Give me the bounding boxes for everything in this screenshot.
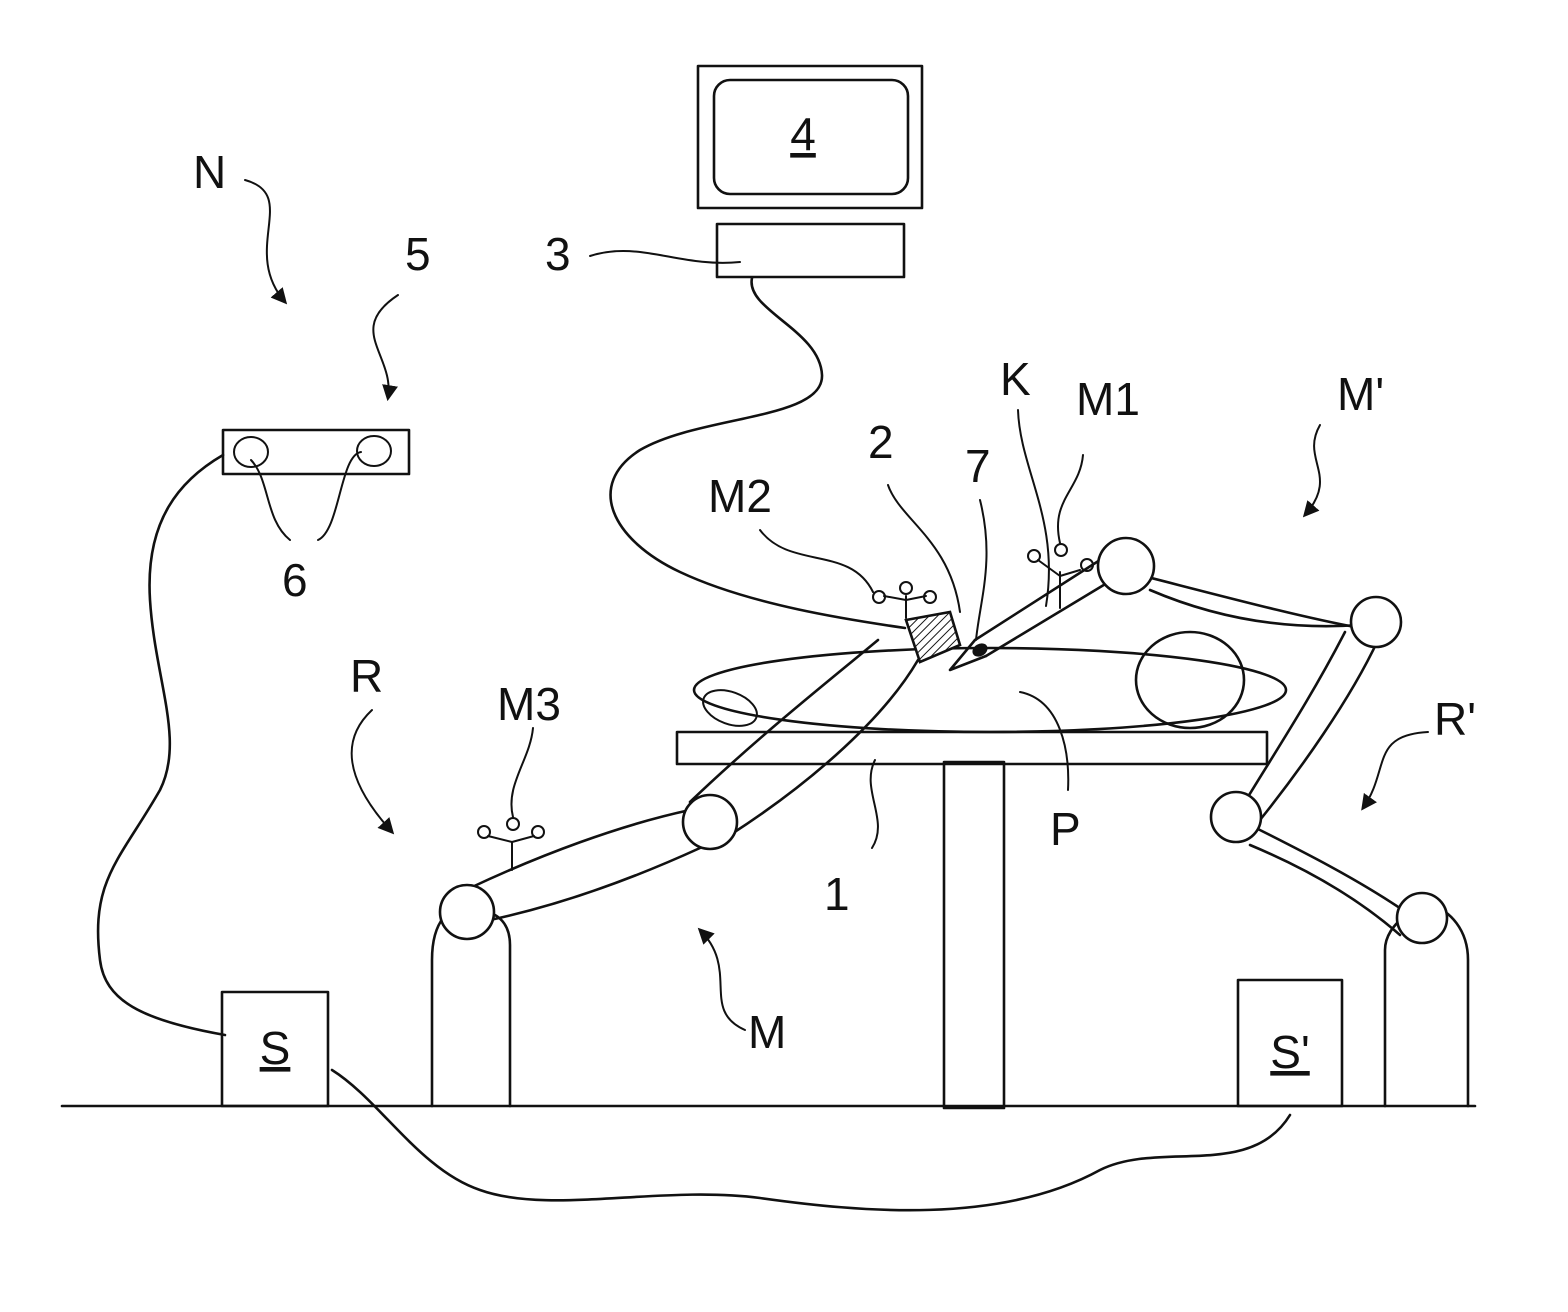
camera-unit	[223, 430, 409, 474]
monitor: 4	[698, 66, 922, 208]
label-monitor: 4	[790, 108, 816, 160]
marker-m3	[478, 818, 544, 870]
label-controller-right: S'	[1270, 1026, 1309, 1078]
label-cameras: 6	[282, 554, 308, 606]
instrument	[950, 560, 1112, 670]
navigation-arrow	[245, 180, 285, 302]
label-marker-m2: M2	[708, 470, 772, 522]
label-computer: 3	[545, 228, 571, 280]
robot-right	[1098, 538, 1468, 1106]
marker-m2	[873, 582, 936, 618]
cable-controllers	[332, 1070, 1290, 1210]
patient-leader	[1020, 692, 1068, 790]
label-table: 1	[824, 868, 850, 920]
label-imager: 2	[868, 416, 894, 468]
manip-right-arrow	[1305, 425, 1320, 515]
robot-left-arrow	[352, 710, 392, 832]
label-manip-left: M	[748, 1006, 786, 1058]
label-manip-right: M'	[1337, 368, 1384, 420]
label-robot-left: R	[350, 650, 383, 702]
controller-left: S	[222, 992, 328, 1106]
label-camera-unit: 5	[405, 228, 431, 280]
label-marker-m3: M3	[497, 678, 561, 730]
label-tip: 7	[965, 440, 991, 492]
label-marker-m1: M1	[1076, 373, 1140, 425]
instrument-leader	[1018, 410, 1049, 606]
tip-leader	[976, 500, 987, 640]
imager-leader	[888, 485, 960, 612]
table-leader	[871, 760, 878, 848]
marker-m2-leader	[760, 530, 873, 592]
controller-right: S'	[1238, 980, 1342, 1106]
label-controller-left: S	[260, 1022, 291, 1074]
computer-unit	[717, 224, 904, 277]
label-instrument: K	[1000, 353, 1031, 405]
cable-camera-controller	[98, 455, 225, 1035]
robot-right-arrow	[1363, 732, 1428, 808]
label-navigation: N	[193, 146, 226, 198]
manip-left-arrow	[700, 930, 745, 1030]
camera-unit-arrow	[373, 295, 398, 398]
cameras-leader-2	[318, 452, 361, 540]
marker-m3-leader	[511, 728, 533, 817]
cameras-leader-1	[251, 460, 290, 540]
imager-hatched	[906, 612, 960, 662]
marker-m1-leader	[1058, 455, 1083, 543]
label-patient: P	[1050, 803, 1081, 855]
label-robot-right: R'	[1434, 693, 1476, 745]
